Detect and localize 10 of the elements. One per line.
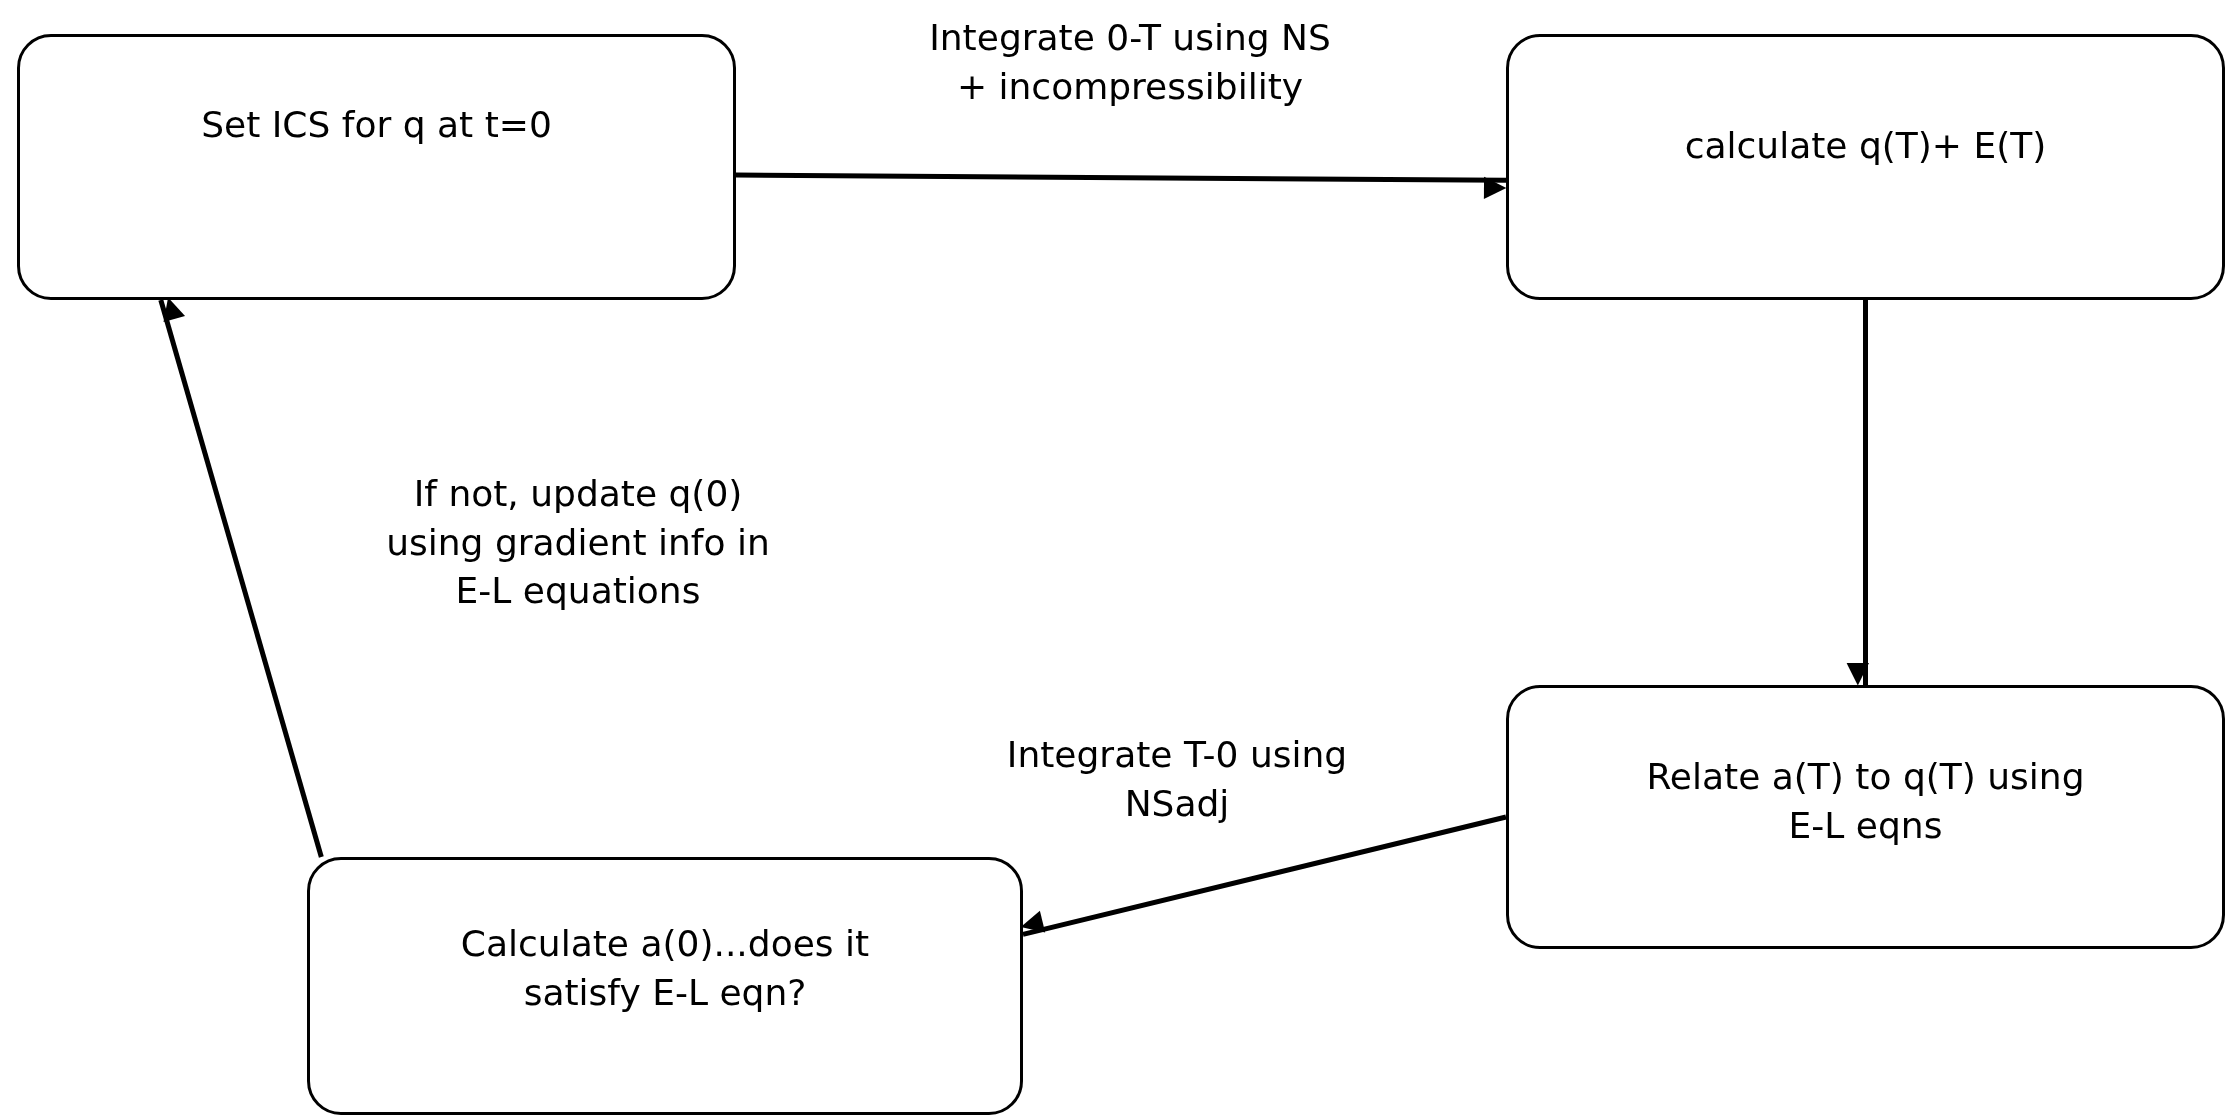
- arrow: [736, 172, 1507, 200]
- box-text: Calculate a(0)...does it satisfy E-L eqn?: [459, 922, 871, 1015]
- rounded-process-box: [307, 857, 1023, 1115]
- rounded-process-box: [17, 34, 736, 300]
- rounded-process-box: [1506, 34, 2225, 300]
- box-text: Relate a(T) to q(T) using E-L eqns: [1645, 755, 2086, 848]
- rounded-process-box: [1506, 685, 2225, 949]
- box-text: Set ICS for q at t=0: [201, 103, 552, 147]
- arrow: [1846, 300, 1869, 686]
- box-text: calculate q(T)+ E(T): [1684, 124, 2047, 168]
